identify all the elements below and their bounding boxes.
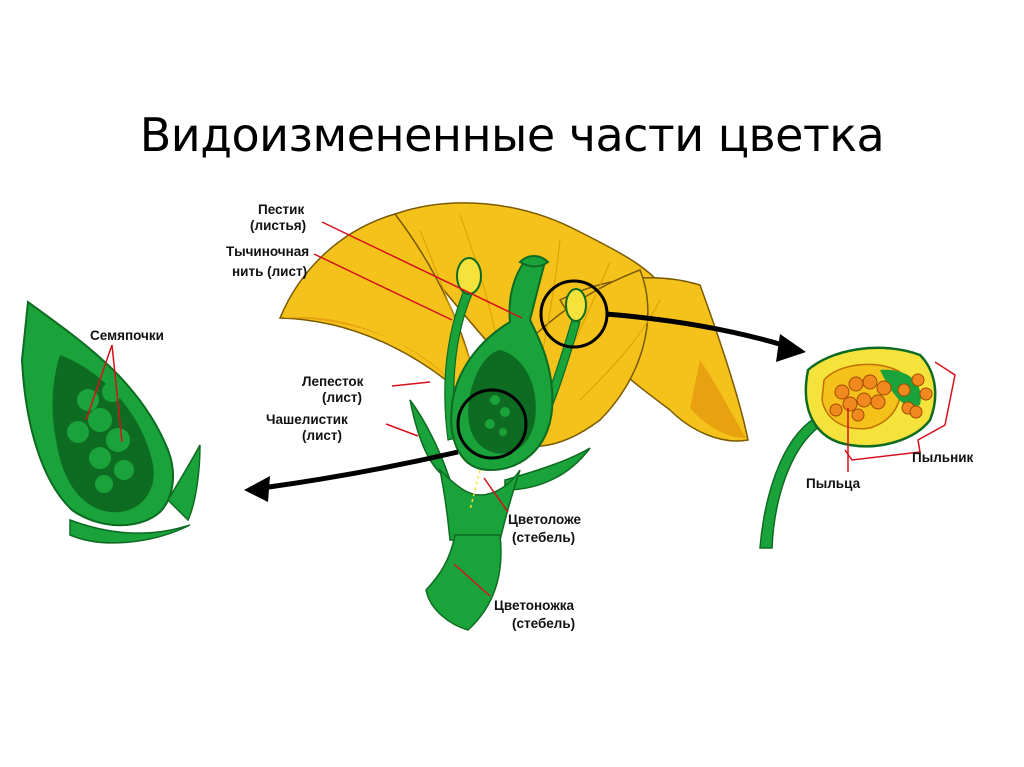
pistil-stigma — [518, 255, 550, 268]
arrow-head-left — [244, 476, 270, 502]
pointer-ovules-1 — [85, 344, 113, 421]
arrow-head-right — [776, 334, 806, 362]
ovary-sepal-right — [167, 444, 201, 522]
label-ovules: Семяпочки — [90, 328, 164, 343]
label-receptacle-2: (стебель) — [512, 530, 575, 545]
anther-detail — [759, 346, 956, 549]
label-anther: Пыльник — [912, 450, 974, 465]
label-sepal-2: (лист) — [302, 428, 342, 443]
slide-title: Видоизмененные части цветка — [139, 108, 885, 162]
label-pedicel-2: (стебель) — [512, 616, 575, 631]
label-pollen: Пыльца — [806, 476, 861, 491]
ovules-small — [485, 395, 510, 436]
petal-right-shade — [690, 360, 746, 438]
label-petal-2: (лист) — [322, 390, 362, 405]
pedicel — [425, 534, 502, 631]
label-pistil-1: Пестик — [258, 202, 304, 217]
pointer-lines — [313, 221, 523, 597]
ovary-chamber — [468, 350, 536, 454]
stamen-anther-left — [456, 257, 482, 295]
sepal-right — [504, 447, 591, 491]
pollen-grains — [829, 373, 933, 422]
label-filament-2: нить (лист) — [232, 264, 307, 279]
ovary-detail — [20, 300, 201, 544]
label-pistil-2: (листья) — [250, 218, 306, 233]
petal-left-inner — [283, 316, 455, 385]
label-sepal-1: Чашелистик — [266, 412, 348, 427]
arrow-to-ovary-detail — [261, 449, 459, 491]
arrow-to-anther-detail — [605, 311, 787, 349]
zoom-circle-pistil — [456, 388, 528, 460]
label-petal-1: Лепесток — [302, 374, 364, 389]
label-pedicel-1: Цветоножка — [494, 598, 575, 613]
anther-bracket — [844, 361, 956, 461]
label-receptacle-1: Цветоложе — [508, 512, 582, 527]
receptacle — [438, 467, 521, 541]
label-filament-1: Тычиночная — [226, 244, 309, 259]
sepal-left — [409, 399, 452, 482]
stamen-anther-right — [565, 288, 587, 322]
flower — [278, 202, 749, 631]
ovary-base — [69, 518, 191, 544]
receptacle-dash — [469, 469, 481, 511]
pointer-ovules-2 — [111, 344, 123, 443]
